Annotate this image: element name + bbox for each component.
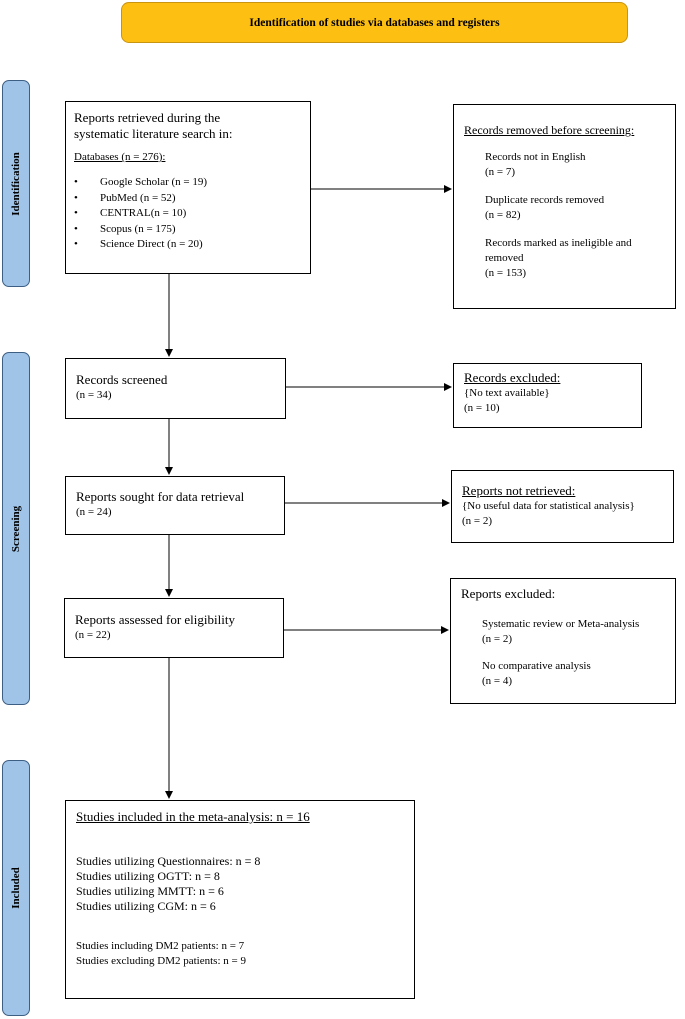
removed-item-label: Records not in English xyxy=(485,151,586,163)
stage-screening: Screening xyxy=(2,352,30,705)
assessed-title: Reports assessed for eligibility xyxy=(75,612,235,627)
database-item: Science Direct (n = 20) xyxy=(74,237,302,253)
not-retrieved-count: (n = 2) xyxy=(462,515,493,527)
reports-excluded-item-count: (n = 2) xyxy=(482,633,513,645)
assessed-count: (n = 22) xyxy=(75,629,111,641)
removed-item-count: (n = 153) xyxy=(485,267,527,279)
databases-title: Databases (n = 276): xyxy=(74,151,166,163)
included-method: Studies utilizing OGTT: n = 8 xyxy=(76,869,220,883)
stage-identification: Identification xyxy=(2,80,30,287)
included-dm2-excluding: Studies excluding DM2 patients: n = 9 xyxy=(76,955,246,967)
included-method: Studies utilizing Questionnaires: n = 8 xyxy=(76,854,261,868)
not-retrieved-title: Reports not retrieved: xyxy=(462,483,576,498)
removed-item-count: (n = 7) xyxy=(485,166,516,178)
removed-item-label: Records marked as ineligible and xyxy=(485,237,632,249)
included-dm2-including: Studies including DM2 patients: n = 7 xyxy=(76,940,245,952)
reports-excluded-item-count: (n = 4) xyxy=(482,675,513,687)
identification-box: Reports retrieved during the systematic … xyxy=(65,101,311,274)
database-item: Google Scholar (n = 19) xyxy=(74,175,302,191)
diagram-header: Identification of studies via databases … xyxy=(121,2,628,43)
studies-included-box: Studies included in the meta-analysis: n… xyxy=(65,800,415,999)
reports-sought-box: Reports sought for data retrieval (n = 2… xyxy=(65,476,285,535)
records-screened-box: Records screened (n = 34) xyxy=(65,358,286,419)
header-title: Identification of studies via databases … xyxy=(249,16,500,29)
reports-excluded-title: Reports excluded: xyxy=(461,586,556,601)
removed-item-count: (n = 82) xyxy=(485,209,521,221)
reports-excluded-item-label: No comparative analysis xyxy=(482,660,591,672)
removed-item-label: Duplicate records removed xyxy=(485,194,605,206)
identification-line1: Reports retrieved during the xyxy=(74,110,221,125)
reports-assessed-box: Reports assessed for eligibility (n = 22… xyxy=(64,598,284,658)
included-method: Studies utilizing CGM: n = 6 xyxy=(76,899,216,913)
database-item: Scopus (n = 175) xyxy=(74,222,302,238)
screened-count: (n = 34) xyxy=(76,389,112,401)
database-item: PubMed (n = 52) xyxy=(74,191,302,207)
removed-item-label: removed xyxy=(485,252,524,264)
removed-before-screening-box: Records removed before screening: Record… xyxy=(453,104,676,309)
reports-excluded-item-label: Systematic review or Meta-analysis xyxy=(482,618,640,630)
excluded-reason: {No text available} xyxy=(464,387,550,399)
sought-title: Reports sought for data retrieval xyxy=(76,489,245,504)
sought-count: (n = 24) xyxy=(76,506,112,518)
databases-list: Google Scholar (n = 19) PubMed (n = 52) … xyxy=(74,175,302,253)
stage-included: Included xyxy=(2,760,30,1016)
excluded-title: Records excluded: xyxy=(464,370,561,385)
reports-excluded-box: Reports excluded: Systematic review or M… xyxy=(450,578,676,704)
included-title: Studies included in the meta-analysis: n… xyxy=(76,809,310,824)
screened-title: Records screened xyxy=(76,372,168,387)
reports-not-retrieved-box: Reports not retrieved: {No useful data f… xyxy=(451,470,674,543)
not-retrieved-reason: {No useful data for statistical analysis… xyxy=(462,500,635,512)
included-method: Studies utilizing MMTT: n = 6 xyxy=(76,884,224,898)
removed-title: Records removed before screening: xyxy=(464,123,635,137)
database-item: CENTRAL(n = 10) xyxy=(74,206,302,222)
identification-line2: systematic literature search in: xyxy=(74,126,233,141)
excluded-count: (n = 10) xyxy=(464,402,500,414)
records-excluded-box: Records excluded: {No text available} (n… xyxy=(453,363,642,428)
